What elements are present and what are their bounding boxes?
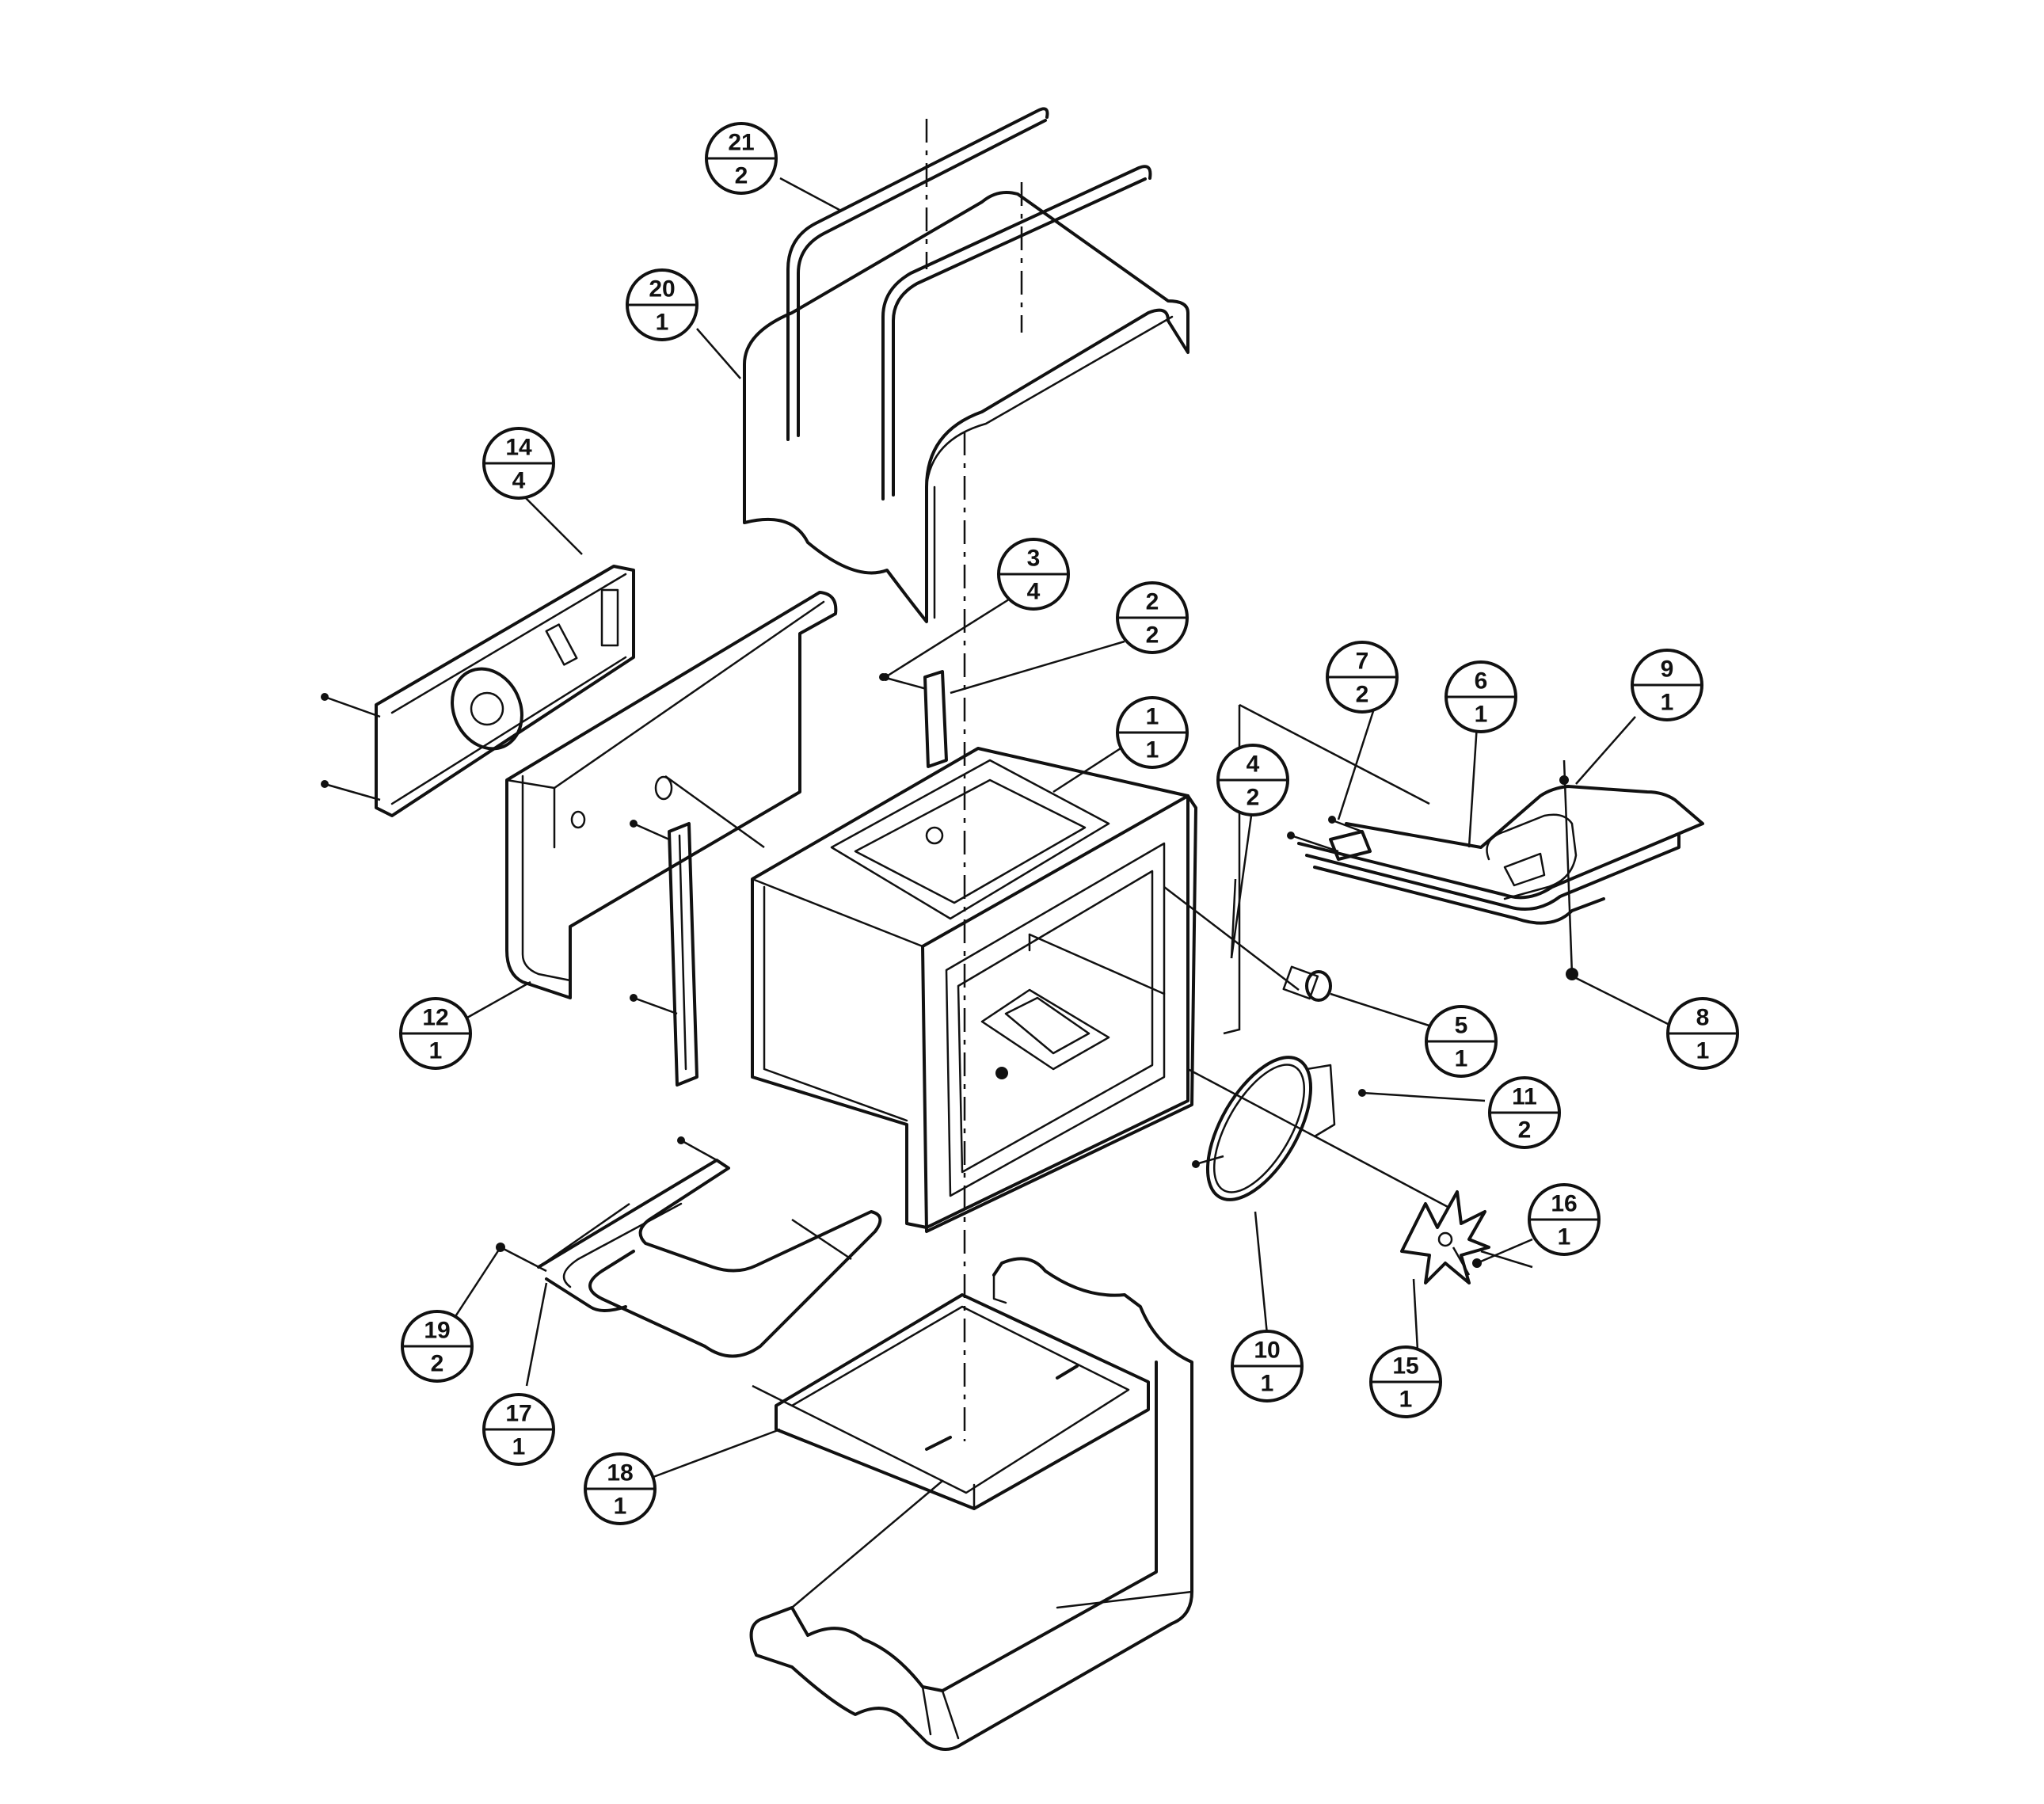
rack-supports: [630, 670, 948, 1087]
bottom-wrap: [749, 1257, 1193, 1751]
part-14-rear-plate: [321, 565, 635, 817]
callout-15-qty: 1: [1399, 1387, 1413, 1413]
callout-7: 7 2: [1326, 641, 1399, 714]
callout-10-num: 10: [1254, 1338, 1280, 1364]
part-19-screw: [496, 1243, 547, 1273]
callout-10-qty: 1: [1261, 1371, 1274, 1397]
callout-17-qty: 1: [512, 1434, 526, 1460]
part-18-bottom-panel: [752, 1293, 1150, 1510]
callout-18: 18 1: [584, 1452, 657, 1525]
callout-20: 20 1: [626, 268, 698, 341]
callout-11: 11 2: [1488, 1076, 1561, 1149]
callout-12-qty: 1: [429, 1038, 443, 1064]
callout-5-num: 5: [1455, 1013, 1468, 1039]
callout-10: 10 1: [1231, 1330, 1304, 1402]
callout-11-num: 11: [1512, 1084, 1537, 1110]
callout-9: 9 1: [1631, 649, 1703, 721]
callout-2: 2 2: [1116, 581, 1189, 654]
callouts: 21 2 20 1 14 4 3 4 2 2 7 2: [399, 122, 1739, 1525]
callout-14-qty: 4: [512, 468, 526, 494]
callout-18-qty: 1: [614, 1494, 627, 1520]
part-15-fan-blade: [1400, 1190, 1533, 1284]
part-12-side-wrap: [505, 591, 838, 999]
callout-12-num: 12: [422, 1005, 448, 1031]
callout-4: 4 2: [1216, 744, 1289, 816]
callout-19-qty: 2: [431, 1351, 444, 1377]
callout-15-num: 15: [1392, 1353, 1418, 1380]
callout-4-num: 4: [1247, 752, 1260, 778]
callout-7-num: 7: [1356, 649, 1369, 675]
callout-20-qty: 1: [656, 310, 669, 336]
callout-16-qty: 1: [1558, 1224, 1571, 1250]
callout-17-num: 17: [505, 1401, 531, 1427]
callout-6-num: 6: [1475, 668, 1488, 695]
part-20-top-wrap: [743, 191, 1189, 623]
callout-18-num: 18: [607, 1460, 633, 1486]
callout-5: 5 1: [1425, 1005, 1498, 1078]
callout-6: 6 1: [1445, 660, 1517, 733]
callout-4-qty: 2: [1247, 785, 1260, 811]
part-21-top-rails: [786, 107, 1152, 500]
callout-1: 1 1: [1116, 696, 1189, 769]
callout-17: 17 1: [482, 1393, 555, 1466]
callout-3-num: 3: [1027, 546, 1041, 572]
part-1-oven-cavity: [751, 747, 1197, 1233]
callout-8-num: 8: [1696, 1005, 1710, 1031]
callout-19: 19 2: [401, 1310, 474, 1383]
callout-11-qty: 2: [1518, 1117, 1532, 1144]
callout-21: 21 2: [705, 122, 778, 195]
part-8-9-fasteners: [1559, 759, 1578, 980]
part-17-bottom-element: [537, 1136, 882, 1358]
callout-8-qty: 1: [1696, 1038, 1710, 1064]
callout-3-qty: 4: [1027, 579, 1041, 605]
callout-1-num: 1: [1146, 704, 1159, 730]
callout-12: 12 1: [399, 997, 472, 1070]
callout-9-qty: 1: [1661, 690, 1674, 716]
callout-7-qty: 2: [1356, 682, 1369, 708]
callout-21-qty: 2: [735, 163, 748, 189]
callout-19-num: 19: [424, 1318, 450, 1344]
callout-2-qty: 2: [1146, 622, 1159, 649]
part-10-fan-ring: [1187, 1056, 1450, 1209]
callout-14-num: 14: [505, 435, 532, 461]
callout-2-num: 2: [1146, 589, 1159, 615]
callout-leaders: [450, 177, 1672, 1479]
callout-1-qty: 1: [1146, 737, 1159, 763]
callout-15: 15 1: [1369, 1345, 1442, 1418]
callout-5-qty: 1: [1455, 1046, 1468, 1072]
callout-6-qty: 1: [1475, 702, 1488, 728]
center-axis-lines: [925, 119, 1023, 1441]
callout-8: 8 1: [1666, 997, 1739, 1070]
callout-14: 14 4: [482, 427, 555, 500]
callout-3: 3 4: [997, 538, 1070, 611]
part-6-grill-element: [1287, 785, 1704, 925]
part-5-component: [1163, 878, 1442, 1031]
callout-20-num: 20: [649, 276, 675, 303]
callout-9-num: 9: [1661, 657, 1674, 683]
callout-21-num: 21: [728, 130, 754, 156]
callout-16: 16 1: [1528, 1183, 1601, 1256]
callout-16-num: 16: [1551, 1191, 1577, 1217]
